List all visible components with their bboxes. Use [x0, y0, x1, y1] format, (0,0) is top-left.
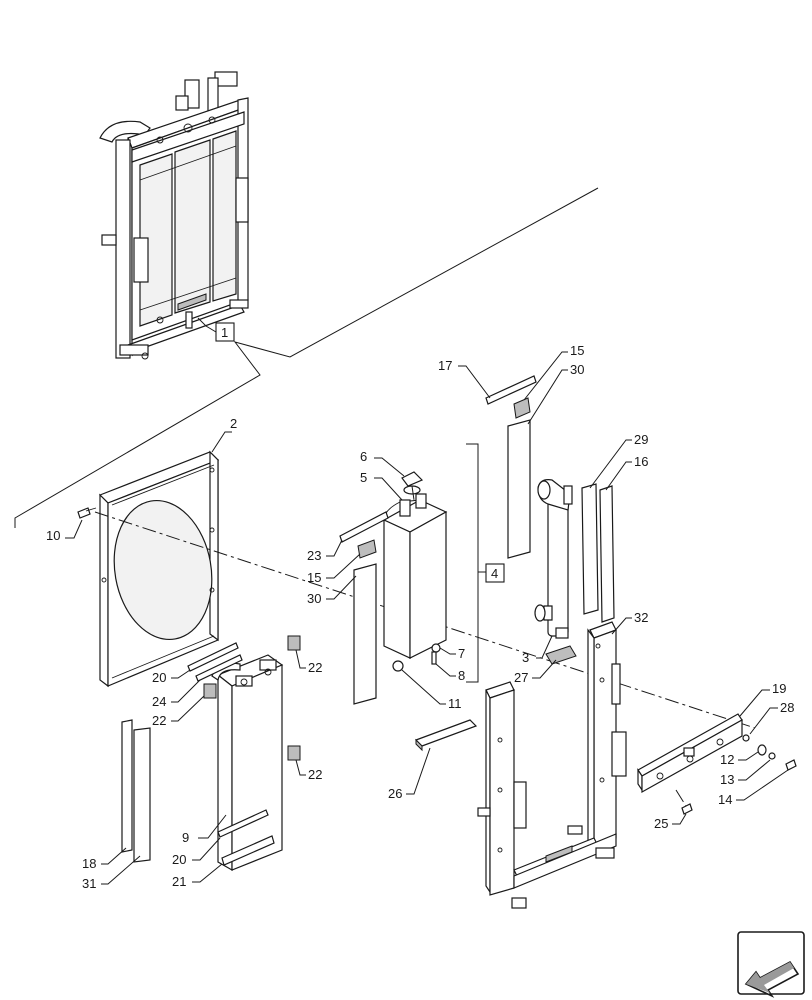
- callout-6: 6: [360, 449, 367, 464]
- part-strip-24: [195, 654, 243, 682]
- part-seal-16: [599, 485, 615, 623]
- callout-3: 3: [522, 650, 529, 665]
- callout-27: 27: [514, 670, 528, 685]
- part-nut-14: [785, 759, 797, 771]
- callout-7: 7: [458, 646, 465, 661]
- callout-20-bottom: 20: [172, 852, 186, 867]
- callout-5: 5: [360, 470, 367, 485]
- callout-21: 21: [172, 874, 186, 889]
- part-cap-6: [401, 471, 424, 487]
- callout-22-left: 22: [152, 713, 166, 728]
- callout-24: 24: [152, 694, 166, 709]
- callout-26: 26: [388, 786, 402, 801]
- callout-30-right: 30: [570, 362, 584, 377]
- part-strip-20a: [187, 642, 239, 672]
- part-pad-26: [414, 719, 478, 747]
- part-strip-20b: [217, 809, 269, 838]
- assembly-cooling-package: [99, 71, 249, 360]
- part-pad-27: [545, 645, 577, 665]
- callout-18: 18: [82, 856, 96, 871]
- callout-11: 11: [448, 696, 462, 711]
- part-strip-21: [221, 835, 275, 866]
- part-bolt-25: [681, 803, 693, 815]
- callout-17: 17: [438, 358, 452, 373]
- callout-28: 28: [780, 700, 794, 715]
- part-pad-22a: [203, 683, 217, 699]
- callout-14: 14: [718, 792, 732, 807]
- part-pad-15-left: [357, 539, 377, 559]
- callout-9: 9: [182, 830, 189, 845]
- callout-23: 23: [307, 548, 321, 563]
- callout-32: 32: [634, 610, 648, 625]
- callout-1: 1: [221, 325, 228, 340]
- callout-13: 13: [720, 772, 734, 787]
- callout-8: 8: [458, 668, 465, 683]
- part-oil-cooler: [211, 654, 284, 872]
- part-strip-17: [485, 375, 537, 405]
- callout-10: 10: [46, 528, 60, 543]
- callout-22-mid: 22: [308, 660, 322, 675]
- part-seal-30-right: [507, 419, 531, 559]
- part-seal-18: [121, 719, 133, 853]
- part-bolt-10: [77, 507, 97, 519]
- part-seal-29: [581, 483, 599, 615]
- callout-15-left: 15: [307, 570, 321, 585]
- callout-16: 16: [634, 454, 648, 469]
- part-washer-12: [757, 744, 767, 756]
- part-pad-22b: [287, 635, 301, 651]
- part-pad-15-right: [513, 397, 531, 419]
- callout-19: 19: [772, 681, 786, 696]
- part-pad-22c: [287, 745, 301, 761]
- part-seal-31: [133, 727, 151, 863]
- callout-15-right: 15: [570, 343, 584, 358]
- part-clip-8: [431, 651, 437, 665]
- arrow-navigation-icon: [737, 931, 805, 998]
- part-fan-shroud: [98, 450, 220, 688]
- callout-box-4: [485, 563, 505, 583]
- part-seal-30-left: [353, 563, 377, 705]
- callout-4: 4: [491, 566, 498, 581]
- part-fitting-7: [431, 643, 441, 653]
- callout-29: 29: [634, 432, 648, 447]
- callout-2: 2: [230, 416, 237, 431]
- part-bolt-28: [742, 734, 750, 742]
- callout-25: 25: [654, 816, 668, 831]
- part-strip-23: [339, 511, 389, 543]
- callout-31: 31: [82, 876, 96, 891]
- part-expansion-tank: [382, 485, 448, 672]
- callout-12: 12: [720, 752, 734, 767]
- part-charge-air-tube: [534, 479, 573, 639]
- part-washer-13: [768, 752, 776, 760]
- part-mounting-plate: [637, 713, 743, 794]
- callout-22-low: 22: [308, 767, 322, 782]
- callout-20-top: 20: [152, 670, 166, 685]
- callout-30-left: 30: [307, 591, 321, 606]
- part-support-frame: [477, 621, 627, 909]
